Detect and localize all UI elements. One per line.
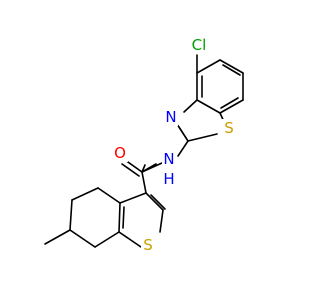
amide-nitrogen-label: N [163, 150, 174, 168]
bond [219, 59, 244, 74]
bond [97, 187, 121, 204]
bond [71, 187, 99, 201]
bond [178, 126, 189, 142]
bond [159, 209, 164, 233]
bond [119, 192, 147, 204]
thiophene-sulfur-label: S [143, 236, 153, 254]
bond [118, 202, 121, 233]
bond [196, 59, 221, 74]
bond [141, 163, 157, 173]
bond [44, 229, 71, 245]
thiazole-sulfur-label: S [224, 119, 234, 137]
bond [121, 163, 140, 177]
bond [150, 194, 166, 210]
bond [219, 99, 244, 114]
bond [69, 229, 96, 248]
thiazole-nitrogen-label: N [165, 108, 176, 126]
atom-labels: Cl N S O N H S [112, 36, 236, 254]
bonds [44, 54, 244, 248]
molecule-canvas: Cl N S O N H S [44, 36, 244, 254]
bond [222, 64, 241, 76]
amide-hydrogen-label: H [163, 170, 174, 188]
bond [145, 192, 164, 211]
chlorine-atom-label: Cl [192, 36, 207, 54]
bond [187, 133, 218, 142]
bond [122, 206, 125, 229]
bond [141, 164, 146, 173]
structure-diagram: Cl N S O N H S [44, 36, 244, 254]
bond [118, 231, 142, 248]
bond [196, 99, 221, 114]
bond [69, 199, 73, 231]
bond [141, 171, 147, 194]
bond [94, 231, 120, 248]
bond [183, 99, 198, 113]
bond [177, 140, 189, 157]
bond [220, 97, 239, 109]
carbonyl-oxygen-label: O [114, 144, 126, 162]
